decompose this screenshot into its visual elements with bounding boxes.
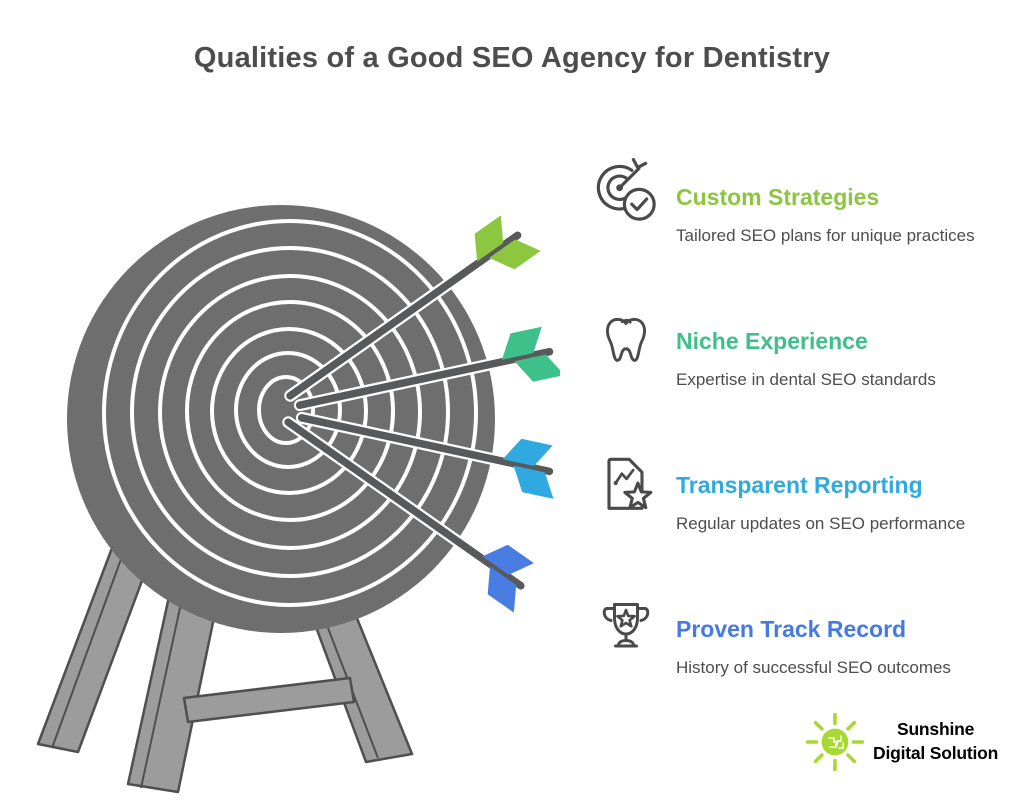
brand-name: Sunshine Digital Solution <box>873 718 998 765</box>
target-stand <box>36 546 414 794</box>
stand-left-leg-bevel <box>51 550 125 749</box>
item-heading: Niche Experience <box>676 328 868 354</box>
quality-item-custom-strategies: Custom Strategies Tailored SEO plans for… <box>590 156 1022 246</box>
arrow-3-fletching <box>502 438 554 499</box>
target-ring <box>130 246 450 578</box>
arrow-4-fletching <box>482 544 534 613</box>
item-heading: Transparent Reporting <box>676 472 923 498</box>
brand-name-line2: Digital Solution <box>873 743 999 763</box>
arrow-2-fletching <box>501 326 560 382</box>
sun-circuit-icon <box>805 712 865 772</box>
target-ring <box>185 300 395 522</box>
arrows <box>282 215 560 613</box>
arrow-1 <box>284 215 541 402</box>
item-description: History of successful SEO outcomes <box>676 658 951 677</box>
target-ring <box>210 327 368 495</box>
target-illustration <box>36 205 560 794</box>
tooth-icon <box>605 317 647 362</box>
page-title: Qualities of a Good SEO Agency for Denti… <box>193 42 831 74</box>
stand-crossbar <box>182 676 356 724</box>
target-ring <box>158 274 422 550</box>
item-heading: Proven Track Record <box>676 616 907 642</box>
quality-item-proven-track-record: Proven Track Record History of successfu… <box>590 588 1022 678</box>
target-check-icon <box>596 158 656 221</box>
arrow-2 <box>293 326 560 412</box>
item-description: Expertise in dental SEO standards <box>676 370 936 389</box>
target-ring <box>234 351 342 469</box>
target-rings <box>102 219 478 607</box>
brand-name-line1: Sunshine <box>896 719 975 740</box>
report-star-icon <box>607 457 653 510</box>
quality-item-niche-experience: Niche Experience Expertise in dental SEO… <box>590 300 1022 390</box>
stand-middle-leg <box>126 590 220 794</box>
stand-left-leg <box>36 546 154 754</box>
stand-middle-leg-bevel <box>140 593 184 789</box>
arrow-3 <box>295 411 558 499</box>
item-description: Regular updates on SEO performance <box>676 514 966 533</box>
trophy-star-icon <box>602 603 650 648</box>
arrow-4 <box>282 416 534 613</box>
quality-item-transparent-reporting: Transparent Reporting Regular updates on… <box>590 444 1022 534</box>
arrow-1-fletching <box>474 215 541 270</box>
item-heading: Custom Strategies <box>676 184 880 210</box>
target-bullseye-ring <box>257 375 315 445</box>
brand-logo: Sunshine Digital Solution <box>804 706 998 778</box>
item-description: Tailored SEO plans for unique practices <box>676 226 975 245</box>
